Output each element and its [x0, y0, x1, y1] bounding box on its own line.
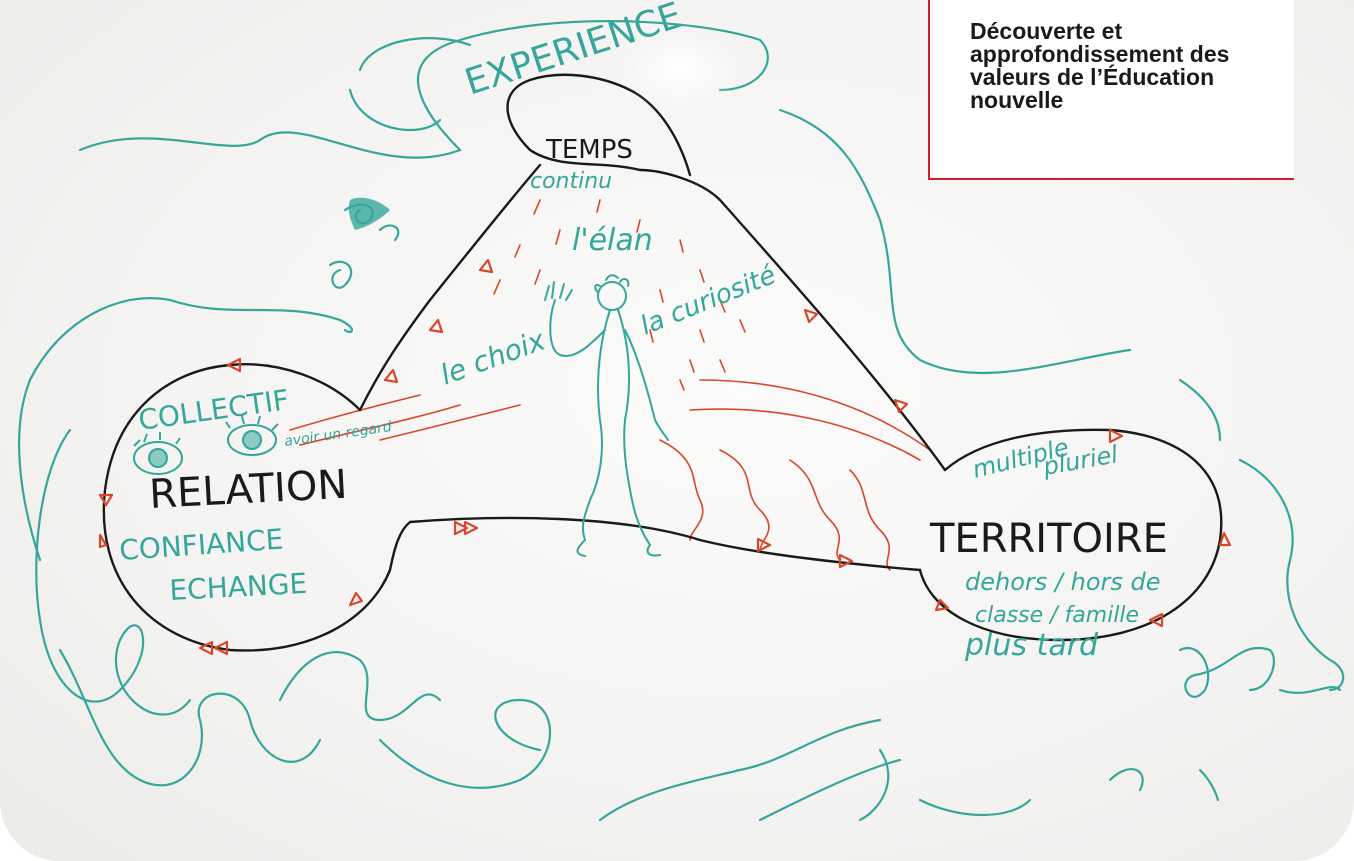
green-smudges [348, 197, 390, 230]
confiance-label: CONFIANCE [118, 523, 284, 567]
territoire-title: TERRITOIRE [929, 516, 1168, 562]
temps-title: TEMPS [545, 135, 633, 165]
continu-label: continu [530, 169, 612, 194]
dehors-label: dehors / hors de [965, 568, 1161, 596]
echange-label: ECHANGE [169, 567, 308, 607]
relation-title: RELATION [148, 462, 348, 518]
red-arrowheads [98, 258, 1232, 656]
choix-label: le choix [436, 323, 550, 391]
green-swirls [18, 19, 1345, 822]
title-panel: Découverte et approfondissement des vale… [928, 0, 1294, 180]
classe-famille-label: classe / famille [975, 603, 1139, 628]
figure-drawing [544, 274, 669, 557]
curiosite-label: la curiosité [636, 260, 780, 341]
eye-icons [133, 415, 279, 475]
elan-label: l'élan [572, 223, 653, 258]
page-title: Découverte et approfondissement des vale… [970, 18, 1230, 113]
plus-tard-label: plus tard [964, 628, 1099, 663]
glare [620, 30, 740, 110]
red-flow-lines [289, 199, 931, 571]
avoir-un-regard-label: avoir un regard [283, 419, 392, 450]
